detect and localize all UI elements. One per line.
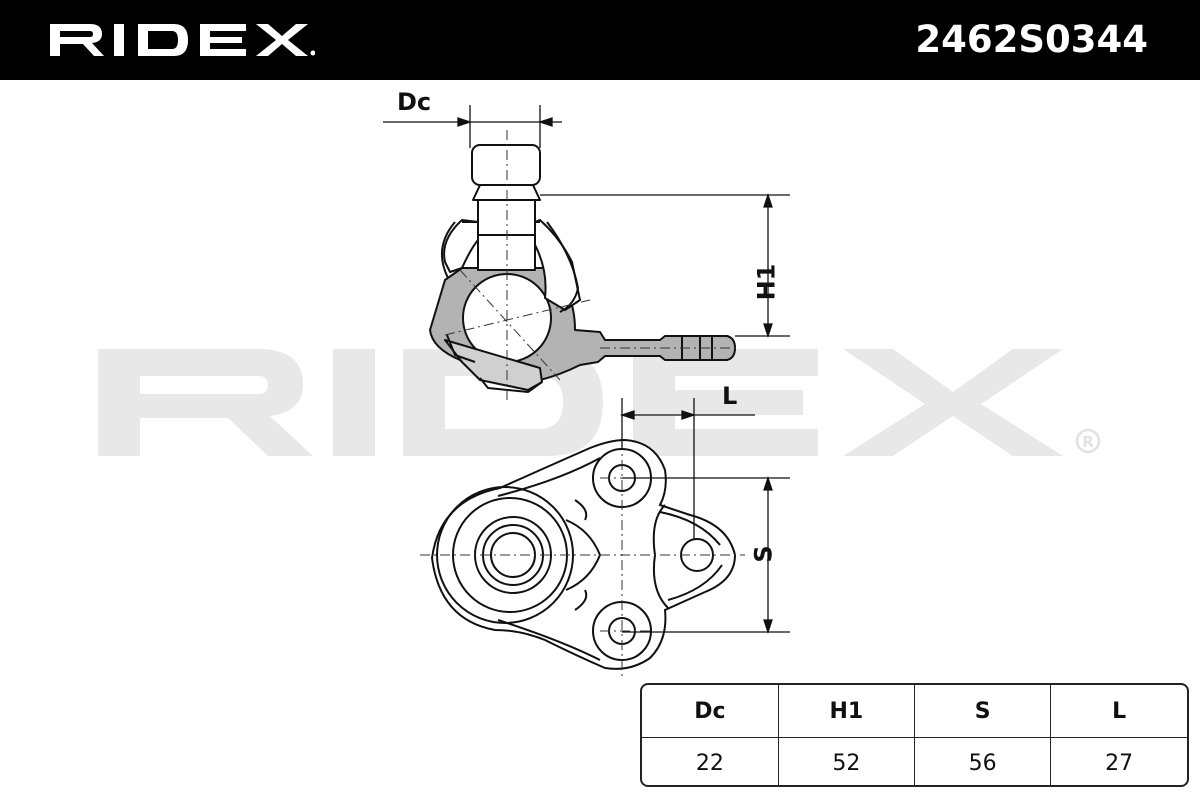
spec-value-h1: 52: [778, 737, 916, 785]
spec-table: Dc H1 S L 22 52 56 27: [640, 683, 1189, 787]
dim-label-s: S: [749, 545, 778, 563]
dust-boot: [443, 219, 479, 273]
dim-h1: [540, 192, 790, 339]
header-bar: 2462S0344: [0, 0, 1200, 80]
dim-label-dc: Dc: [397, 88, 432, 116]
dim-label-h1: H1: [752, 263, 781, 301]
spec-value-l: 27: [1105, 750, 1134, 776]
stud-thread: [471, 144, 541, 186]
spec-value-dc: 22: [642, 737, 779, 785]
spec-value-s: 56: [914, 737, 1052, 785]
dim-label-l: L: [722, 382, 738, 410]
dim-s: [622, 475, 790, 635]
ridex-watermark: R: [98, 349, 1101, 456]
part-number: 2462S0344: [915, 18, 1148, 61]
svg-text:R: R: [1082, 433, 1094, 451]
side-view: [429, 130, 740, 400]
ridex-logo: [50, 24, 315, 56]
spec-header-dc: Dc: [642, 685, 779, 738]
spec-table-header-row: Dc H1 S L: [642, 685, 1187, 738]
spec-header-h1: H1: [778, 685, 916, 738]
top-view: [420, 420, 745, 680]
spec-header-s: S: [914, 685, 1052, 738]
dim-dc: [383, 105, 562, 148]
dim-l: [619, 398, 755, 540]
ball-joint-drawing: [383, 105, 790, 680]
spec-header-l: L: [1050, 685, 1187, 738]
spec-table-value-row: 22 52 56 27: [642, 737, 1187, 785]
